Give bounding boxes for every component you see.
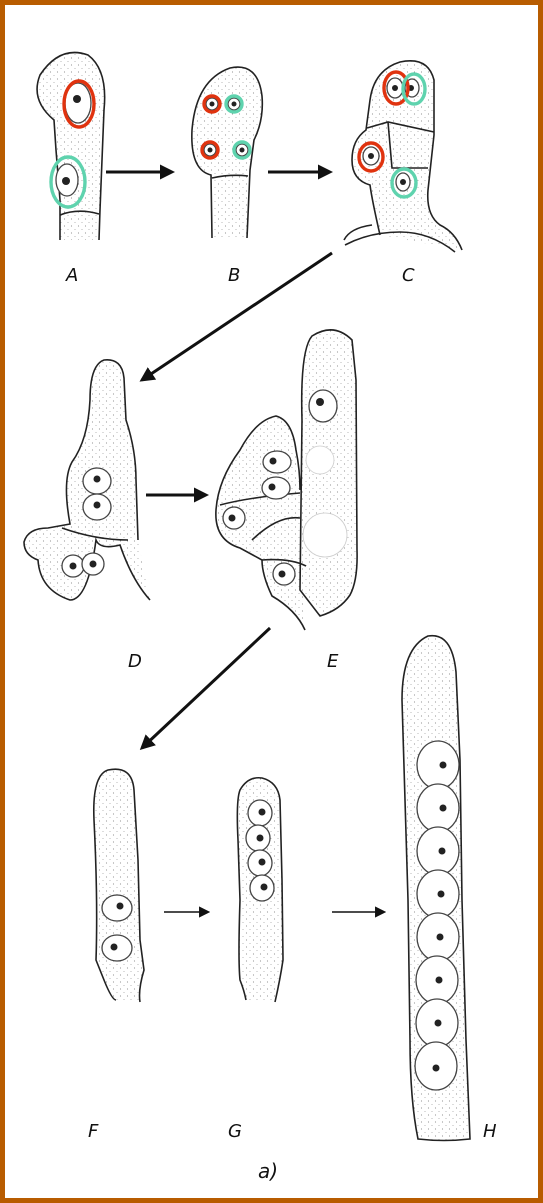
stage-h-ascus — [402, 636, 470, 1141]
label-b: B — [228, 265, 240, 286]
label-c: C — [402, 265, 415, 286]
subfigure-label: a) — [258, 1159, 278, 1183]
label-e: E — [327, 651, 339, 672]
stage-f-ascus — [94, 769, 144, 1002]
label-f: F — [88, 1121, 99, 1142]
stage-g-ascus — [237, 778, 283, 1002]
label-a: A — [65, 265, 78, 286]
arrow-e-to-f — [142, 628, 270, 748]
label-d: D — [128, 651, 142, 672]
label-g: G — [228, 1121, 242, 1142]
stage-c-crozier — [344, 61, 462, 252]
stage-a-crozier — [37, 53, 105, 241]
stage-b-crozier — [192, 67, 263, 238]
stage-e-crozier — [216, 330, 357, 630]
stage-d-crozier — [24, 360, 150, 600]
label-h: H — [483, 1121, 497, 1142]
